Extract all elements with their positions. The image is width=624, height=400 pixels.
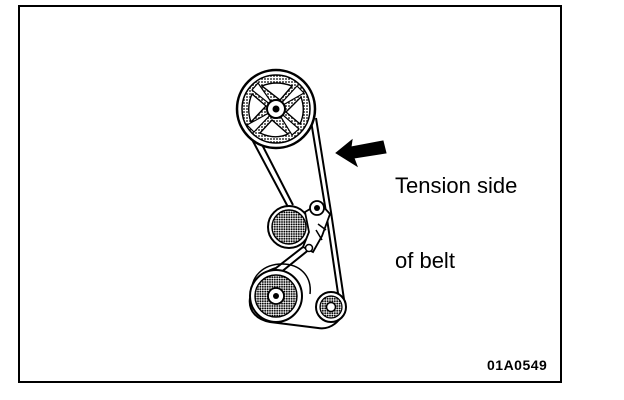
figure-frame: [18, 5, 562, 383]
crankshaft-sprocket-icon: [249, 263, 311, 323]
callout-line-2: of belt: [395, 248, 455, 273]
camshaft-sprocket-icon: [235, 68, 317, 150]
tension-side-callout: Tension side of belt: [395, 123, 517, 323]
tensioner-pulley-icon: [267, 200, 332, 254]
figure-id-label: 01A0549: [487, 357, 548, 373]
arrow-left-icon: [335, 138, 387, 168]
callout-line-1: Tension side: [395, 173, 518, 198]
idler-pulley-icon: [315, 291, 347, 323]
